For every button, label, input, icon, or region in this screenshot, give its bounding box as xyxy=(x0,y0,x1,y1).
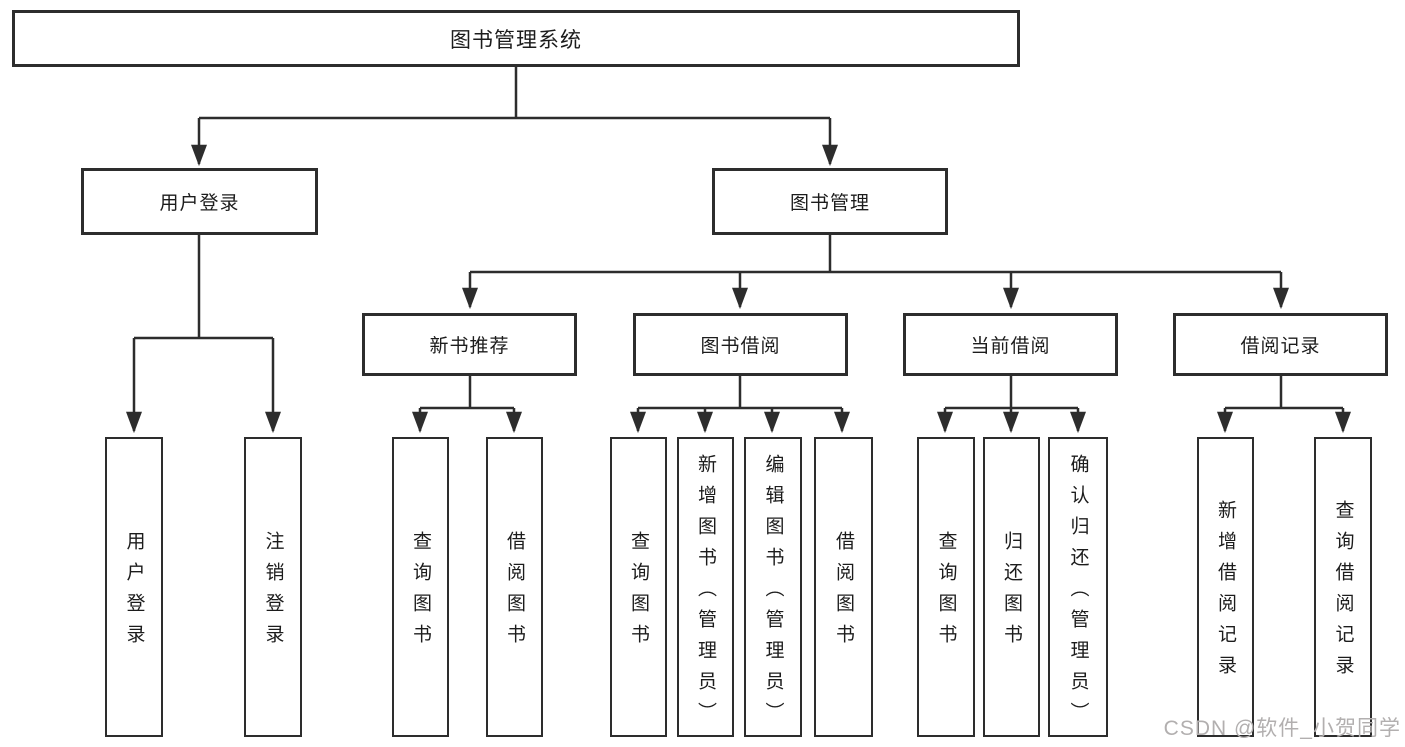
node-book-mgmt: 图书管理 xyxy=(712,168,948,235)
node-root: 图书管理系统 xyxy=(12,10,1020,67)
node-user-login: 用户登录 xyxy=(105,437,163,737)
node-br-add-record: 新增借阅记录 xyxy=(1197,437,1254,737)
node-nb-borrow-books: 借阅图书 xyxy=(486,437,543,737)
node-bb-edit-books-label: 编辑图书（管理员） xyxy=(762,453,784,733)
node-current-borrow-label: 当前借阅 xyxy=(970,336,1051,357)
watermark: CSDN @软件_小贺同学 xyxy=(1163,717,1401,740)
node-cb-query-books-label: 查询图书 xyxy=(935,531,957,655)
node-bb-add-books-label: 新增图书（管理员） xyxy=(695,453,716,733)
node-br-query-record-label: 查询借阅记录 xyxy=(1332,500,1354,686)
node-cb-query-books: 查询图书 xyxy=(917,437,975,737)
node-current-borrow: 当前借阅 xyxy=(903,313,1118,376)
node-bb-query-books-label: 查询图书 xyxy=(628,531,649,655)
node-user-login-label: 用户登录 xyxy=(123,531,145,655)
node-book-borrow-label: 图书借阅 xyxy=(700,336,781,357)
node-bb-borrow-books-label: 借阅图书 xyxy=(833,531,854,655)
node-root-label: 图书管理系统 xyxy=(450,28,582,52)
node-cb-confirm-return: 确认归还（管理员） xyxy=(1048,437,1108,737)
node-bb-add-books: 新增图书（管理员） xyxy=(677,437,734,737)
node-nb-query-books-label: 查询图书 xyxy=(410,531,431,655)
node-bb-query-books: 查询图书 xyxy=(610,437,667,737)
node-new-book-rec: 新书推荐 xyxy=(362,313,577,376)
node-book-mgmt-label: 图书管理 xyxy=(789,193,870,214)
node-bb-edit-books: 编辑图书（管理员） xyxy=(744,437,802,737)
node-cb-confirm-return-label: 确认归还（管理员） xyxy=(1067,453,1089,733)
node-cb-return-books: 归还图书 xyxy=(983,437,1040,737)
node-borrow-records: 借阅记录 xyxy=(1173,313,1388,376)
node-logout: 注销登录 xyxy=(244,437,302,737)
node-book-borrow: 图书借阅 xyxy=(633,313,848,376)
node-cb-return-books-label: 归还图书 xyxy=(1001,531,1022,655)
node-bb-borrow-books: 借阅图书 xyxy=(814,437,873,737)
node-user-login-group: 用户登录 xyxy=(81,168,318,235)
node-new-book-rec-label: 新书推荐 xyxy=(429,336,510,357)
node-nb-query-books: 查询图书 xyxy=(392,437,449,737)
node-logout-label: 注销登录 xyxy=(262,531,284,655)
node-borrow-records-label: 借阅记录 xyxy=(1240,336,1321,357)
node-br-query-record: 查询借阅记录 xyxy=(1314,437,1372,737)
node-br-add-record-label: 新增借阅记录 xyxy=(1215,500,1236,686)
node-nb-borrow-books-label: 借阅图书 xyxy=(504,531,525,655)
node-user-login-group-label: 用户登录 xyxy=(159,193,240,214)
